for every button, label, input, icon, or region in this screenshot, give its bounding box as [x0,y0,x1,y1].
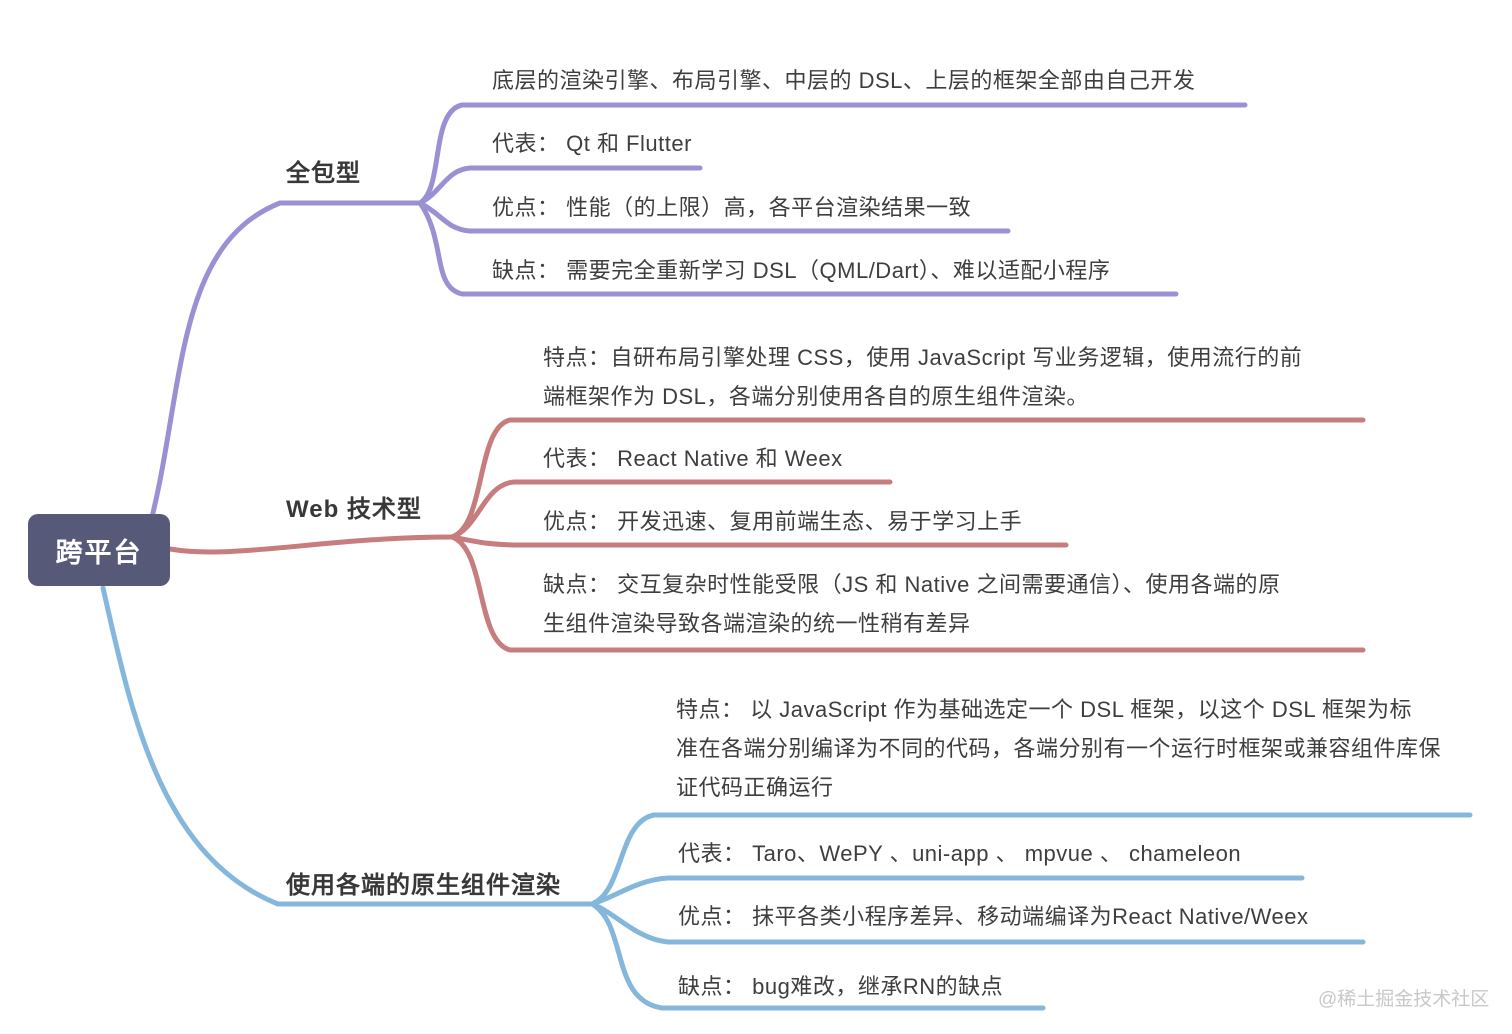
branch-label-native-components: 使用各端的原生组件渲染 [286,872,561,899]
leaf-web-tech-cons: 缺点： 交互复杂时性能受限（JS 和 Native 之间需要通信）、使用各端的原… [543,565,1280,643]
branch-full-stack-main-line [149,200,423,520]
leaf-line: 端框架作为 DSL，各端分别使用各自的原生组件渲染。 [543,384,1089,409]
leaf-web-tech-representatives: 代表： React Native 和 Weex [543,439,843,478]
leaf-full-stack-description: 底层的渲染引擎、布局引擎、中层的 DSL、上层的框架全部由自己开发 [492,61,1195,100]
leaf-web-tech-pros: 优点： 开发迅速、复用前端生态、易于学习上手 [543,502,1022,541]
leaf-underline [417,200,1011,234]
leaf-underline [589,812,1473,907]
leaf-web-tech-features: 特点：自研布局引擎处理 CSS，使用 JavaScript 写业务逻辑，使用流行… [543,338,1302,416]
root-node: 跨平台 [55,537,143,568]
leaf-line: 证代码正确运行 [676,775,834,800]
leaf-native-components-features: 特点： 以 JavaScript 作为基础选定一个 DSL 框架，以这个 DSL… [676,690,1441,807]
leaf-line: 代表： Taro、WePY 、uni-app 、 mpvue 、 chamele… [678,841,1242,866]
leaf-line: 特点： 以 JavaScript 作为基础选定一个 DSL 框架，以这个 DSL… [676,697,1412,722]
leaf-line: 准在各端分别编译为不同的代码，各端分别有一个运行时框架或兼容组件库保 [676,736,1442,761]
leaf-line: 优点： 性能（的上限）高，各平台渲染结果一致 [492,195,972,220]
leaf-underline [449,479,893,540]
watermark: @稀土掘金技术社区 [1318,989,1490,1010]
branch-web-tech-main-line [167,534,455,555]
leaf-line: 代表： Qt 和 Flutter [492,131,692,156]
branch-full-stack-connectors [149,102,1248,520]
branch-web-tech-connectors [167,417,1366,653]
root-node-box [28,514,170,586]
leaf-line: 代表： React Native 和 Weex [543,446,843,471]
leaf-native-components-representatives: 代表： Taro、WePY 、uni-app 、 mpvue 、 chamele… [678,834,1241,873]
branch-native-components-connectors [100,585,1473,1011]
leaf-full-stack-representatives: 代表： Qt 和 Flutter [492,124,692,163]
leaf-underline [589,901,1046,1011]
leaf-line: 特点：自研布局引擎处理 CSS，使用 JavaScript 写业务逻辑，使用流行… [543,345,1303,370]
leaf-native-components-cons: 缺点： bug难改，继承RN的缺点 [678,967,1003,1006]
branch-native-components-main-line [100,585,595,907]
leaf-line: 缺点： 交互复杂时性能受限（JS 和 Native 之间需要通信）、使用各端的原 [543,572,1281,597]
leaf-underline [449,534,1366,653]
leaf-native-components-pros: 优点： 抹平各类小程序差异、移动端编译为React Native/Weex [678,897,1309,936]
leaf-line: 优点： 抹平各类小程序差异、移动端编译为React Native/Weex [678,904,1309,929]
branch-label-web-tech: Web 技术型 [286,496,422,523]
leaf-line: 生组件渲染导致各端渲染的统一性稍有差异 [543,611,971,636]
branch-label-full-stack: 全包型 [286,160,361,187]
leaf-full-stack-pros: 优点： 性能（的上限）高，各平台渲染结果一致 [492,188,971,227]
leaf-line: 缺点： bug难改，继承RN的缺点 [678,974,1004,999]
leaf-underline [417,200,1179,297]
leaf-line: 缺点： 需要完全重新学习 DSL（QML/Dart）、难以适配小程序 [492,258,1111,283]
leaf-line: 底层的渲染引擎、布局引擎、中层的 DSL、上层的框架全部由自己开发 [492,68,1196,93]
leaf-full-stack-cons: 缺点： 需要完全重新学习 DSL（QML/Dart）、难以适配小程序 [492,251,1110,290]
leaf-underline [417,165,703,206]
leaf-line: 优点： 开发迅速、复用前端生态、易于学习上手 [543,509,1023,534]
leaf-underline [417,102,1248,206]
leaf-underline [589,875,1305,907]
